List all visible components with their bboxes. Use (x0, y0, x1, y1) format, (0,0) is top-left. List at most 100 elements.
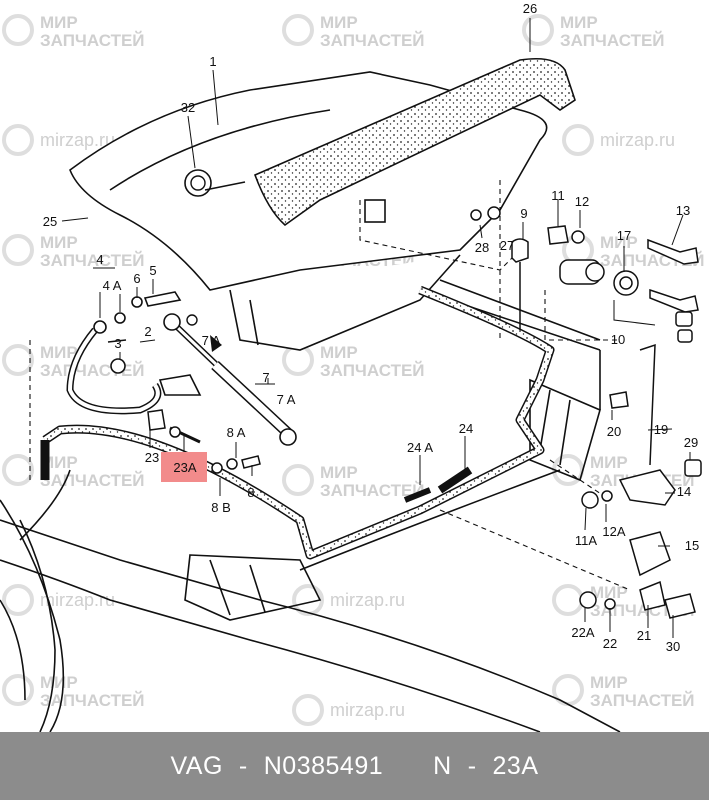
svg-text:МИР: МИР (40, 13, 78, 32)
callout-4a: 4 A (103, 278, 122, 293)
svg-text:МИР: МИР (600, 233, 638, 252)
callout-26: 26 (523, 1, 537, 16)
callout-25: 25 (43, 214, 57, 229)
svg-text:МИР: МИР (320, 343, 358, 362)
sealing-roll (184, 169, 246, 197)
svg-text:ЗАПЧАСТЕЙ: ЗАПЧАСТЕЙ (40, 691, 145, 710)
dashed-outlines (29, 180, 631, 591)
rear-spoiler (253, 57, 576, 227)
svg-text:МИР: МИР (40, 343, 78, 362)
svg-text:ЗАПЧАСТЕЙ: ЗАПЧАСТЕЙ (40, 251, 145, 270)
callout-8b: 8 B (211, 500, 231, 515)
callout-9: 9 (520, 206, 527, 221)
callout-30: 30 (666, 639, 680, 654)
callout-23a: 23A (173, 460, 196, 475)
callout-13: 13 (676, 203, 690, 218)
callout-12a: 12A (602, 524, 625, 539)
svg-text:ЗАПЧАСТЕЙ: ЗАПЧАСТЕЙ (320, 361, 425, 380)
callout-7: 7 (262, 370, 269, 385)
callout-23: 23 (145, 450, 159, 465)
svg-text:МИР: МИР (40, 673, 78, 692)
svg-text:МИР: МИР (40, 233, 78, 252)
callout-7a: 7 A (202, 333, 221, 348)
hinge-assembly (66, 291, 202, 415)
callout-5: 5 (149, 263, 156, 278)
callout-32: 32 (181, 100, 195, 115)
callout-8a: 8 A (227, 425, 246, 440)
watermark-tile: mirzap.ru (562, 124, 675, 156)
callout-1: 1 (209, 54, 216, 69)
svg-text:МИР: МИР (320, 463, 358, 482)
callout-6: 6 (133, 271, 140, 286)
svg-text:ЗАПЧАСТЕЙ: ЗАПЧАСТЕЙ (590, 691, 695, 710)
rubber-stop-and-bolt (147, 409, 261, 474)
svg-text:МИР: МИР (590, 673, 628, 692)
highlight-box (161, 452, 207, 482)
callout-7a: 7 A (277, 392, 296, 407)
gas-strut (163, 313, 297, 446)
svg-text:ЗАПЧАСТЕЙ: ЗАПЧАСТЕЙ (40, 31, 145, 50)
callout-8: 8 (247, 485, 254, 500)
separator: - (467, 751, 477, 780)
callout-11a: 11A (575, 533, 597, 548)
svg-text:МИР: МИР (320, 13, 358, 32)
svg-text:ЗАПЧАСТЕЙ: ЗАПЧАСТЕЙ (320, 31, 425, 50)
watermark-tile: mirzap.ru (292, 694, 405, 726)
seal-piece-24 (437, 466, 473, 494)
svg-text:ЗАПЧАСТЕЙ: ЗАПЧАСТЕЙ (40, 361, 145, 380)
callout-27: 27 (500, 238, 514, 253)
callout-labels: 26 1 32 25 44 A 65 2 7 A 3 7 7 A 8 A 23 23A 8 8 B 24 A 24… (43, 1, 699, 654)
watermark-tile: mirzap.ru (2, 584, 115, 616)
callout-29: 29 (684, 435, 698, 450)
position-number: 23A (492, 751, 539, 780)
callout-4: 4 (96, 252, 103, 267)
part-number: N0385491 (263, 751, 384, 780)
callout-3: 3 (114, 336, 121, 351)
callout-11: 11 (551, 188, 565, 203)
svg-text:ЗАПЧАСТЕЙ: ЗАПЧАСТЕЙ (320, 481, 425, 500)
callout-20: 20 (607, 424, 621, 439)
svg-text:ЗАПЧАСТЕЙ: ЗАПЧАСТЕЙ (560, 31, 665, 50)
car-body-outline (0, 279, 621, 732)
callout-15: 15 (685, 538, 699, 553)
lock-parts (470, 206, 702, 619)
callout-10: 10 (611, 332, 625, 347)
position-prefix: N (433, 751, 452, 780)
callout-28: 28 (475, 240, 489, 255)
callout-24a: 24 A (407, 440, 433, 455)
callout-19: 19 (654, 422, 668, 437)
watermark-tile: mirzap.ru (292, 584, 405, 616)
callout-21: 21 (637, 628, 651, 643)
callout-2: 2 (144, 324, 151, 339)
svg-text:МИР: МИР (560, 13, 598, 32)
svg-text:mirzap.ru: mirzap.ru (330, 590, 405, 610)
svg-text:mirzap.ru: mirzap.ru (40, 130, 115, 150)
svg-text:mirzap.ru: mirzap.ru (600, 130, 675, 150)
svg-text:МИР: МИР (590, 453, 628, 472)
svg-text:ЗАПЧАСТЕЙ: ЗАПЧАСТЕЙ (40, 471, 145, 490)
callout-14: 14 (677, 484, 691, 499)
callout-22: 22 (603, 636, 617, 651)
callout-22a: 22A (571, 625, 594, 640)
svg-text:МИР: МИР (590, 583, 628, 602)
svg-text:mirzap.ru: mirzap.ru (330, 700, 405, 720)
callout-12: 12 (575, 194, 589, 209)
part-info-bar: VAG - N0385491 N - 23A (0, 732, 709, 800)
leader-lines (61, 18, 691, 638)
separator: - (238, 751, 248, 780)
brand-label: VAG (170, 751, 223, 780)
seal-inner (43, 287, 553, 558)
callout-17: 17 (617, 228, 631, 243)
watermark-tile: mirzap.ru (2, 124, 115, 156)
seal-piece-24A (403, 487, 432, 503)
callout-24: 24 (459, 421, 473, 436)
